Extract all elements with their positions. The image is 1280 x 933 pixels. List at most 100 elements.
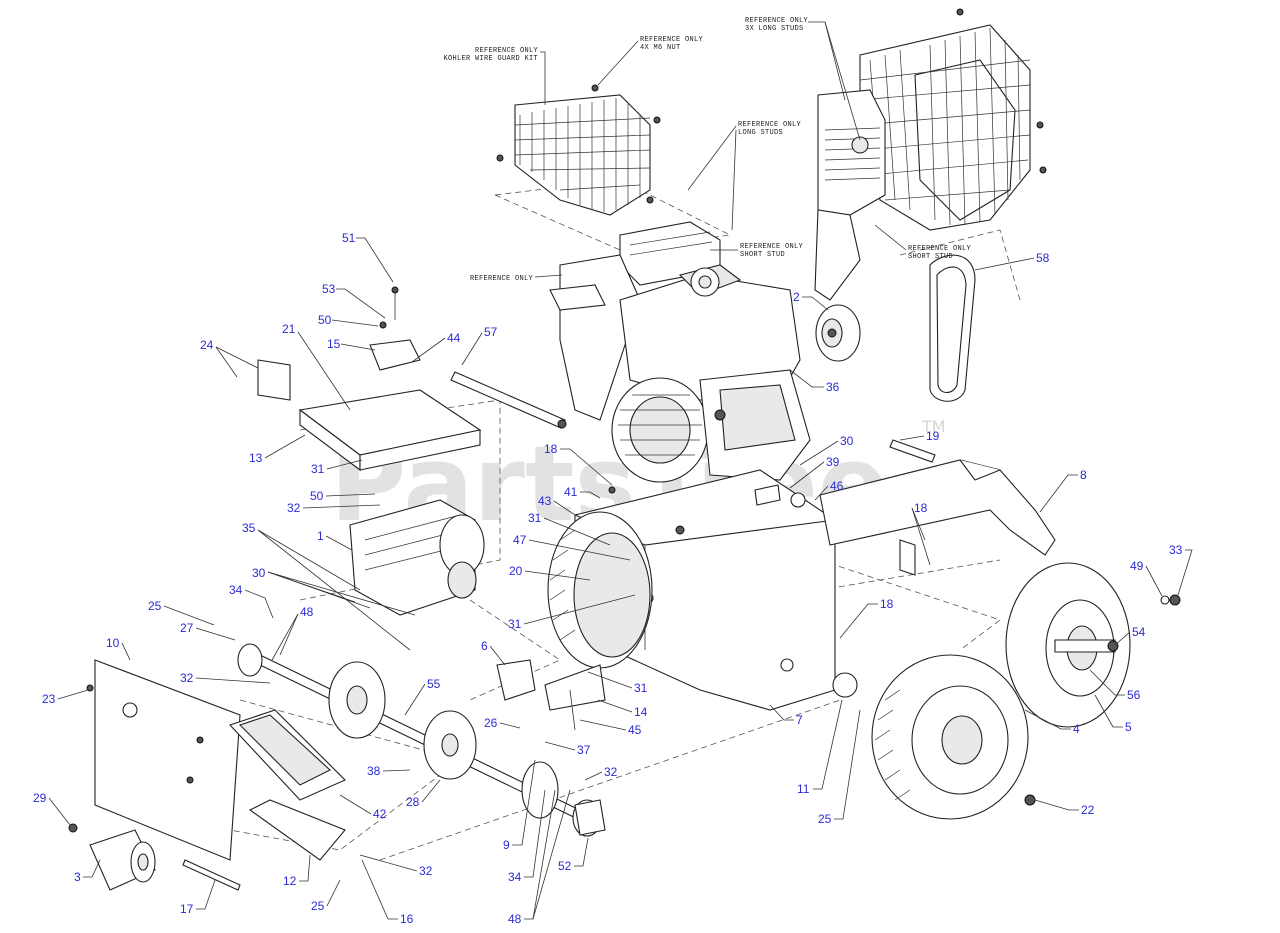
reference-note-short-stud-left: REFERENCE ONLY SHORT STUD: [710, 243, 804, 259]
callout-32[interactable]: 32: [287, 501, 301, 515]
svg-text:LONG STUDS: LONG STUDS: [738, 129, 783, 137]
callout-15[interactable]: 15: [327, 337, 341, 351]
callout-26[interactable]: 26: [484, 716, 498, 730]
callout-39[interactable]: 39: [826, 455, 840, 469]
callout-29[interactable]: 29: [33, 791, 47, 805]
callout-48[interactable]: 48: [300, 605, 314, 619]
callout-25[interactable]: 25: [311, 899, 325, 913]
callout-11[interactable]: 11: [797, 782, 810, 796]
callout-27[interactable]: 27: [180, 621, 194, 635]
engine-assembly: [549, 221, 811, 483]
svg-text:REFERENCE ONLY: REFERENCE ONLY: [745, 17, 809, 25]
callout-33[interactable]: 33: [1169, 543, 1183, 557]
callout-9[interactable]: 9: [503, 838, 510, 852]
callout-18[interactable]: 18: [914, 501, 928, 515]
callout-25[interactable]: 25: [818, 812, 832, 826]
svg-text:REFERENCE ONLY: REFERENCE ONLY: [470, 275, 534, 283]
callout-18[interactable]: 18: [880, 597, 894, 611]
callout-34[interactable]: 34: [508, 870, 522, 884]
engine-pulley: [815, 304, 861, 362]
callout-3[interactable]: 3: [74, 870, 81, 884]
svg-text:KOHLER WIRE GUARD KIT: KOHLER WIRE GUARD KIT: [443, 55, 538, 63]
callout-58[interactable]: 58: [1036, 251, 1050, 265]
callout-19[interactable]: 19: [926, 429, 940, 443]
callout-18[interactable]: 18: [544, 442, 558, 456]
callout-12[interactable]: 12: [283, 874, 297, 888]
callout-5[interactable]: 5: [1125, 720, 1132, 734]
callout-25[interactable]: 25: [148, 599, 162, 613]
callout-17[interactable]: 17: [180, 902, 194, 916]
left-tire: [547, 511, 653, 669]
callout-50[interactable]: 50: [318, 313, 332, 327]
svg-text:4X M6 NUT: 4X M6 NUT: [640, 44, 681, 52]
callouts: 51 53 50 15 44 24 21 57 13 31 50 32 35 1…: [33, 231, 1193, 926]
callout-4[interactable]: 4: [1073, 722, 1080, 736]
reference-note-3x-long-studs: REFERENCE ONLY 3X LONG STUDS: [745, 17, 861, 141]
svg-text:REFERENCE ONLY: REFERENCE ONLY: [908, 245, 972, 253]
roller: [89, 829, 156, 891]
callout-10[interactable]: 10: [106, 636, 120, 650]
svg-text:SHORT STUD: SHORT STUD: [740, 251, 785, 259]
callout-32[interactable]: 32: [604, 765, 618, 779]
callout-41[interactable]: 41: [564, 485, 578, 499]
callout-45[interactable]: 45: [628, 723, 642, 737]
drive-belt: [929, 254, 976, 402]
callout-30[interactable]: 30: [252, 566, 266, 580]
left-wire-guard: [496, 84, 661, 216]
hardware: [68, 439, 1181, 891]
front-tire: [871, 654, 1036, 820]
callout-43[interactable]: 43: [538, 494, 552, 508]
svg-text:REFERENCE ONLY: REFERENCE ONLY: [740, 243, 804, 251]
callout-48[interactable]: 48: [508, 912, 522, 926]
callout-51[interactable]: 51: [342, 231, 356, 245]
callout-31[interactable]: 31: [311, 462, 325, 476]
callout-34[interactable]: 34: [229, 583, 243, 597]
callout-14[interactable]: 14: [634, 705, 648, 719]
callout-8[interactable]: 8: [1080, 468, 1087, 482]
callout-31[interactable]: 31: [528, 511, 542, 525]
svg-text:SHORT STUD: SHORT STUD: [908, 253, 953, 261]
svg-text:REFERENCE ONLY: REFERENCE ONLY: [475, 47, 539, 55]
callout-23[interactable]: 23: [42, 692, 56, 706]
callout-50[interactable]: 50: [310, 489, 324, 503]
callout-28[interactable]: 28: [406, 795, 420, 809]
callout-52[interactable]: 52: [558, 859, 572, 873]
callout-57[interactable]: 57: [484, 325, 498, 339]
callout-38[interactable]: 38: [367, 764, 381, 778]
callout-32[interactable]: 32: [419, 864, 433, 878]
svg-text:REFERENCE ONLY: REFERENCE ONLY: [640, 36, 704, 44]
callout-54[interactable]: 54: [1132, 625, 1146, 639]
callout-24[interactable]: 24: [200, 338, 214, 352]
callout-31[interactable]: 31: [508, 617, 522, 631]
callout-35[interactable]: 35: [242, 521, 256, 535]
callout-36[interactable]: 36: [826, 380, 840, 394]
callout-16[interactable]: 16: [400, 912, 414, 926]
callout-22[interactable]: 22: [1081, 803, 1095, 817]
callout-47[interactable]: 47: [513, 533, 527, 547]
reference-note-long-studs: REFERENCE ONLY LONG STUDS: [687, 121, 802, 231]
callout-20[interactable]: 20: [509, 564, 523, 578]
callout-53[interactable]: 53: [322, 282, 336, 296]
callout-56[interactable]: 56: [1127, 688, 1141, 702]
callout-37[interactable]: 37: [577, 743, 591, 757]
callout-7[interactable]: 7: [796, 713, 803, 727]
callout-44[interactable]: 44: [447, 331, 461, 345]
right-wire-guard: [859, 8, 1047, 231]
callout-2[interactable]: 2: [793, 290, 800, 304]
callout-1[interactable]: 1: [317, 529, 324, 543]
watermark-trademark: TM: [921, 417, 946, 436]
reference-note-engine: REFERENCE ONLY: [470, 274, 563, 283]
callout-30[interactable]: 30: [840, 434, 854, 448]
callout-42[interactable]: 42: [373, 807, 387, 821]
callout-31[interactable]: 31: [634, 681, 648, 695]
callout-13[interactable]: 13: [249, 451, 263, 465]
callout-46[interactable]: 46: [830, 479, 844, 493]
callout-21[interactable]: 21: [282, 322, 296, 336]
svg-text:REFERENCE ONLY: REFERENCE ONLY: [738, 121, 802, 129]
callout-55[interactable]: 55: [427, 677, 441, 691]
callout-6[interactable]: 6: [481, 639, 488, 653]
callout-32[interactable]: 32: [180, 671, 194, 685]
callout-49[interactable]: 49: [1130, 559, 1144, 573]
transmission: [349, 499, 485, 616]
